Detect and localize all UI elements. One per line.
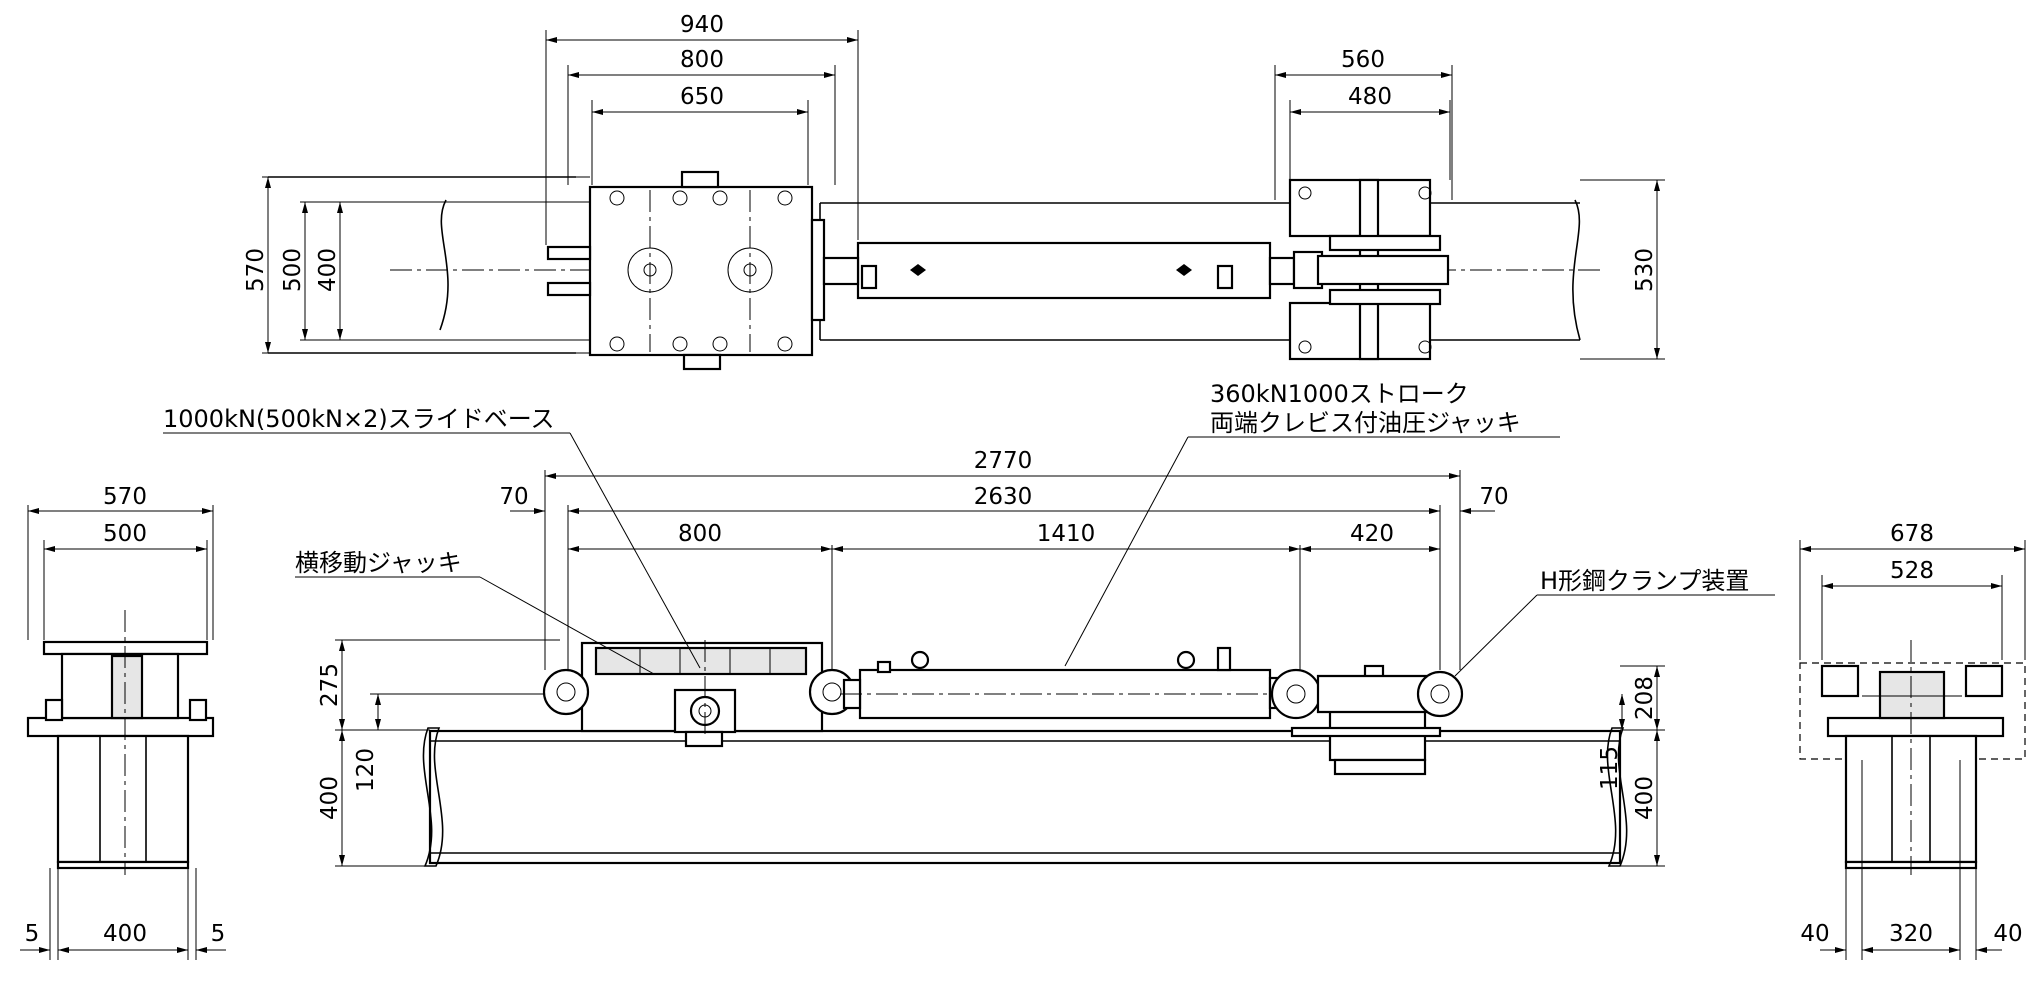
left-side-view: 570 500 5 400 5 bbox=[20, 484, 226, 960]
left-dim-5-right: 5 bbox=[211, 921, 226, 947]
top-jack bbox=[822, 241, 1324, 300]
top-dim-650: 650 bbox=[680, 84, 724, 110]
label-jack-line2: 両端クレビス付油圧ジャッキ bbox=[1210, 409, 1521, 437]
front-dim-115: 115 bbox=[1597, 746, 1623, 790]
front-beam bbox=[422, 727, 1628, 867]
front-dim-1410: 1410 bbox=[1037, 521, 1096, 547]
front-dim-400-right: 400 bbox=[1632, 776, 1658, 820]
front-slide-base bbox=[542, 640, 856, 748]
left-dim-500: 500 bbox=[103, 521, 147, 547]
front-dim-208: 208 bbox=[1632, 676, 1658, 720]
right-dim-40-right: 40 bbox=[1993, 921, 2022, 947]
left-dim-570: 570 bbox=[103, 484, 147, 510]
left-dim-400: 400 bbox=[103, 921, 147, 947]
top-dim-940: 940 bbox=[680, 12, 724, 38]
top-clamp bbox=[1288, 178, 1450, 361]
front-dim-120: 120 bbox=[353, 748, 379, 792]
top-dim-530: 530 bbox=[1632, 248, 1658, 292]
right-dim-320: 320 bbox=[1889, 921, 1933, 947]
right-dim-40-left: 40 bbox=[1800, 921, 1829, 947]
top-dim-560: 560 bbox=[1341, 47, 1385, 73]
top-dim-570: 570 bbox=[243, 248, 269, 292]
top-view: 940 800 650 560 480 570 500 400 530 bbox=[243, 12, 1665, 371]
front-jack bbox=[840, 646, 1330, 720]
right-dim-528: 528 bbox=[1890, 558, 1934, 584]
left-dim-5-left: 5 bbox=[25, 921, 40, 947]
front-dim-400-left: 400 bbox=[317, 776, 343, 820]
right-side-view: 678 528 40 320 40 bbox=[1799, 521, 2026, 960]
front-dim-2770: 2770 bbox=[974, 448, 1033, 474]
front-dim-275: 275 bbox=[317, 663, 343, 707]
front-dim-70-left: 70 bbox=[499, 484, 528, 510]
front-dim-2630: 2630 bbox=[974, 484, 1033, 510]
leader-lines bbox=[163, 432, 1775, 677]
top-dim-500: 500 bbox=[280, 248, 306, 292]
front-view: 2770 2630 70 70 800 1410 420 275 120 400… bbox=[163, 380, 1775, 867]
front-dim-420: 420 bbox=[1350, 521, 1394, 547]
label-slide-base: 1000kN(500kN×2)スライドベース bbox=[163, 405, 555, 433]
label-clamp: H形鋼クランプ装置 bbox=[1540, 567, 1749, 595]
top-dim-lines bbox=[262, 30, 1665, 360]
top-dim-480: 480 bbox=[1348, 84, 1392, 110]
top-slide-base bbox=[546, 170, 826, 371]
front-dim-800: 800 bbox=[678, 521, 722, 547]
label-jack-line1: 360kN1000ストローク bbox=[1210, 380, 1469, 408]
right-dim-678: 678 bbox=[1890, 521, 1934, 547]
top-dim-800: 800 bbox=[680, 47, 724, 73]
front-dim-lines bbox=[335, 470, 1665, 867]
label-traverse-jack: 横移動ジャッキ bbox=[295, 549, 462, 577]
top-dim-400: 400 bbox=[315, 248, 341, 292]
front-dim-70-right: 70 bbox=[1479, 484, 1508, 510]
front-clamp bbox=[1270, 664, 1464, 776]
